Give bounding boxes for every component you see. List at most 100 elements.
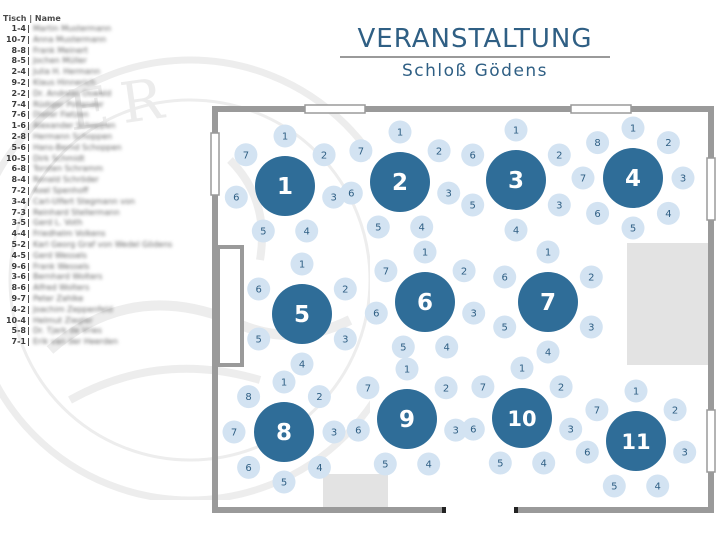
seat-9-7[interactable] [356,376,380,400]
seat-4-7[interactable] [571,166,595,190]
seat-6-7[interactable] [374,259,398,283]
seat-label: 4 [655,482,661,493]
table-circle[interactable] [606,411,666,471]
seat-4-5[interactable] [621,216,645,240]
seat-10-6[interactable] [461,417,485,441]
seat-5-2[interactable] [333,277,357,301]
table-circle[interactable] [486,150,546,210]
seat-8-1[interactable] [272,370,296,394]
seat-1-1[interactable] [273,124,297,148]
seat-2-5[interactable] [366,215,390,239]
seat-4-4[interactable] [656,201,680,225]
seat-10-7[interactable] [471,375,495,399]
seat-3-4[interactable] [504,218,528,242]
seat-8-5[interactable] [272,470,296,494]
seat-label: 2 [316,392,322,403]
seat-9-3[interactable] [444,418,468,442]
seat-10-5[interactable] [488,451,512,475]
seat-8-3[interactable] [322,420,346,444]
seat-7-6[interactable] [493,265,517,289]
seat-9-6[interactable] [346,418,370,442]
guest-table-seat: 2-8 [11,131,26,141]
seat-8-6[interactable] [237,455,261,479]
seat-1-2[interactable] [312,143,336,167]
guest-table-seat: 3-4 [11,196,26,206]
seat-11-3[interactable] [673,440,697,464]
seat-11-5[interactable] [602,474,626,498]
seat-11-6[interactable] [575,440,599,464]
seat-6-4[interactable] [435,335,459,359]
seat-9-5[interactable] [373,452,397,476]
guest-row: 6-8|Torsten Schramm [0,164,200,175]
seat-10-1[interactable] [510,356,534,380]
seat-8-8[interactable] [237,385,261,409]
seat-11-1[interactable] [624,379,648,403]
seat-3-2[interactable] [547,143,571,167]
seat-3-6[interactable] [461,143,485,167]
seat-2-3[interactable] [437,181,461,205]
seat-7-2[interactable] [579,265,603,289]
seat-3-3[interactable] [547,193,571,217]
seat-5-3[interactable] [333,327,357,351]
seat-7-4[interactable] [536,340,560,364]
seat-7-5[interactable] [493,315,517,339]
seat-label: 7 [580,174,586,185]
seat-10-3[interactable] [559,417,583,441]
seat-6-1[interactable] [413,240,437,264]
seat-4-6[interactable] [586,201,610,225]
seat-5-1[interactable] [290,252,314,276]
guest-table-seat: 1-4 [11,24,26,33]
table-circle[interactable] [370,152,430,212]
table-circle[interactable] [254,402,314,462]
seat-6-3[interactable] [462,301,486,325]
seat-3-1[interactable] [504,118,528,142]
seat-9-2[interactable] [434,376,458,400]
table-circle[interactable] [492,388,552,448]
guest-row: 10-7|Anna Mustermann [0,35,200,46]
seat-8-7[interactable] [222,420,246,444]
seat-6-6[interactable] [364,301,388,325]
seat-2-2[interactable] [427,139,451,163]
guest-separator: | [27,272,30,282]
seat-9-4[interactable] [417,452,441,476]
seat-5-4[interactable] [290,352,314,376]
window-right-top [706,157,716,221]
table-circle[interactable] [255,156,315,216]
seat-3-5[interactable] [461,193,485,217]
seat-1-7[interactable] [234,143,258,167]
seat-10-2[interactable] [549,375,573,399]
seat-2-6[interactable] [339,181,363,205]
seat-11-4[interactable] [646,474,670,498]
seat-10-4[interactable] [532,451,556,475]
seat-6-5[interactable] [391,335,415,359]
seat-9-1[interactable] [395,357,419,381]
seat-2-4[interactable] [410,215,434,239]
seat-2-7[interactable] [349,139,373,163]
seat-1-3[interactable] [322,185,346,209]
seat-11-2[interactable] [663,398,687,422]
table-number: 10 [507,407,536,431]
table-circle[interactable] [518,272,578,332]
seat-8-4[interactable] [307,455,331,479]
table-circle[interactable] [603,148,663,208]
seat-4-8[interactable] [586,131,610,155]
seat-1-4[interactable] [295,219,319,243]
table-circle[interactable] [377,389,437,449]
seat-11-7[interactable] [585,398,609,422]
seat-7-1[interactable] [536,240,560,264]
seat-4-3[interactable] [671,166,695,190]
seat-2-1[interactable] [388,120,412,144]
seat-label: 2 [461,266,467,277]
table-circle[interactable] [395,272,455,332]
seat-4-1[interactable] [621,116,645,140]
seat-7-3[interactable] [579,315,603,339]
seat-4-2[interactable] [656,131,680,155]
seat-5-5[interactable] [247,327,271,351]
seat-6-2[interactable] [452,259,476,283]
seat-1-6[interactable] [224,185,248,209]
seat-1-5[interactable] [251,219,275,243]
seat-5-6[interactable] [247,277,271,301]
guest-name: Julia H. Hermann [33,67,101,77]
table-circle[interactable] [272,284,332,344]
seat-8-2[interactable] [307,385,331,409]
